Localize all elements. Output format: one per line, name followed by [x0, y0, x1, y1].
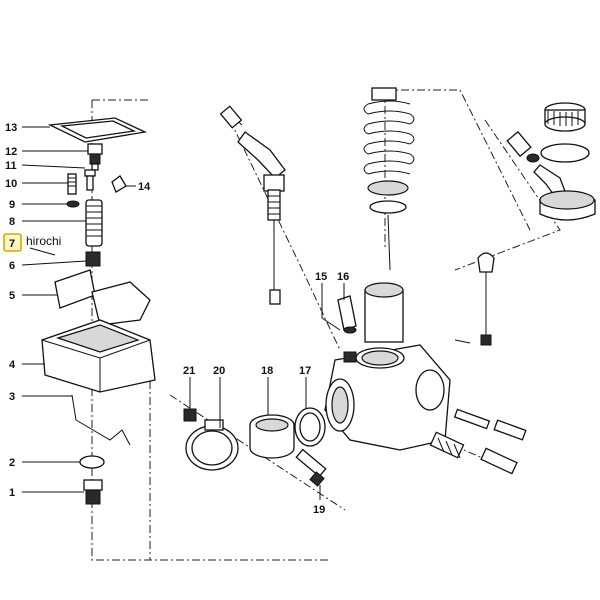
part-7-pin — [29, 247, 56, 256]
part-number-labels: 13 12 11 10 9 8 7 hirochi 6 5 4 3 2 1 14… — [3, 122, 349, 516]
label-9: 9 — [9, 199, 15, 211]
label-21: 21 — [183, 365, 195, 377]
label-15: 15 — [315, 271, 327, 283]
part-12-fitting — [87, 143, 103, 171]
top-cap-assembly — [506, 102, 596, 221]
label-19: 19 — [313, 504, 325, 516]
label-4: 4 — [9, 359, 16, 371]
label-6: 6 — [9, 260, 15, 272]
part-17-ring — [294, 407, 326, 447]
label-1: 1 — [9, 487, 15, 499]
label-11: 11 — [5, 160, 17, 172]
part-1-drain-plug — [83, 479, 103, 505]
label-3: 3 — [9, 391, 15, 403]
label-20: 20 — [213, 365, 225, 377]
right-side-screws — [429, 408, 527, 475]
part-5-floats — [54, 269, 151, 326]
part-3-spring-clip — [71, 394, 131, 446]
watermark-text: hirochi — [26, 234, 61, 248]
part-14-clip — [111, 175, 127, 193]
label-14: 14 — [138, 181, 151, 193]
carburetor-body — [324, 344, 451, 451]
part-16-slide — [364, 282, 404, 343]
part-6-nut — [85, 251, 101, 267]
label-17: 17 — [299, 365, 311, 377]
label-10: 10 — [5, 178, 17, 190]
label-7-highlight — [3, 233, 22, 252]
part-15-screw — [337, 295, 357, 334]
slide-spring-assembly — [363, 87, 415, 271]
label-8: 8 — [9, 216, 15, 228]
part-4-float-bowl — [41, 319, 156, 393]
label-18: 18 — [261, 365, 273, 377]
part-8-needle-jet — [85, 199, 103, 247]
part-18-sleeve — [249, 414, 295, 459]
cable-adjuster-assembly — [219, 105, 286, 305]
label-2: 2 — [9, 457, 15, 469]
part-11-screw — [84, 169, 96, 191]
part-2-washer — [79, 455, 105, 469]
part-9-washer — [66, 200, 80, 208]
part-19-bolt — [295, 448, 327, 487]
label-13: 13 — [5, 122, 17, 134]
choke-parts — [454, 252, 495, 346]
part-20-hose-clamp — [185, 419, 239, 471]
leader-lines — [21, 126, 345, 500]
label-7: 7 — [9, 238, 15, 250]
label-16: 16 — [337, 271, 349, 283]
part-21-nut — [183, 408, 197, 422]
part-13-gasket — [47, 117, 148, 143]
assembly-guide-lines — [91, 89, 561, 561]
label-5: 5 — [9, 290, 15, 302]
part-10-jet — [67, 173, 77, 195]
label-12: 12 — [5, 146, 17, 158]
